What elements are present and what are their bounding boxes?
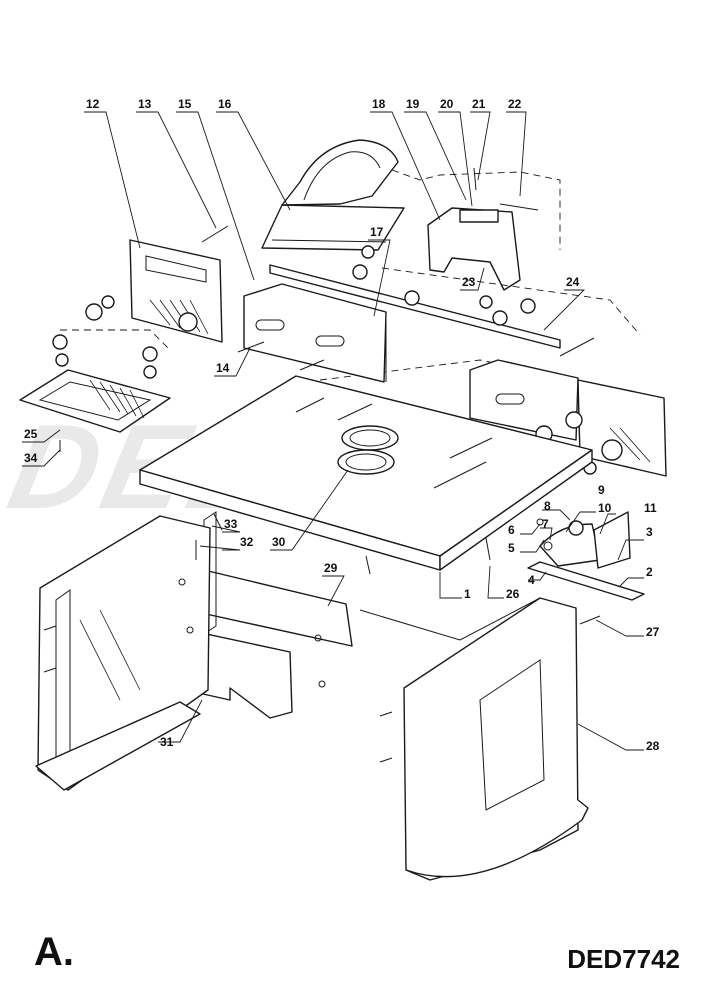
- callout-30: 30: [272, 535, 286, 549]
- callout-31: 31: [160, 735, 174, 749]
- callout-8: 8: [544, 499, 551, 513]
- callout-labels: 12 13 15 16 18 19 20 21 22 17 23 24 14 2…: [24, 97, 660, 753]
- part-12-left-bracket: [85, 239, 223, 343]
- callout-10: 10: [598, 501, 612, 515]
- callout-15: 15: [178, 97, 192, 111]
- callout-20: 20: [440, 97, 454, 111]
- callout-25: 25: [24, 427, 38, 441]
- callout-28: 28: [646, 739, 660, 753]
- part-2-miter-bar: [527, 561, 645, 601]
- part-1-table-top: [139, 375, 593, 571]
- part-left-leg: [35, 515, 211, 791]
- hardware-fasteners: [43, 167, 601, 763]
- figure-letter: A.: [34, 930, 74, 974]
- callout-27: 27: [646, 625, 660, 639]
- callout-6: 6: [508, 523, 515, 537]
- callout-17: 17: [370, 225, 384, 239]
- callout-26: 26: [506, 587, 520, 601]
- callout-12: 12: [86, 97, 100, 111]
- callout-22: 22: [508, 97, 522, 111]
- callout-29: 29: [324, 561, 338, 575]
- callout-3: 3: [646, 525, 653, 539]
- part-right-bracket: [535, 379, 667, 477]
- callout-9: 9: [598, 483, 605, 497]
- callout-23: 23: [462, 275, 476, 289]
- callout-5: 5: [508, 541, 515, 555]
- callout-19: 19: [406, 97, 420, 111]
- part-10-miter-head: [539, 511, 631, 569]
- part-18-guard-bracket: [427, 207, 521, 291]
- part-28-right-leg: [359, 597, 589, 881]
- callout-7: 7: [542, 517, 549, 531]
- callout-21: 21: [472, 97, 486, 111]
- part-16-dust-hood: [261, 139, 405, 251]
- callout-11: 11: [644, 501, 657, 515]
- part-25-foot-plate: [19, 334, 171, 433]
- callout-2: 2: [646, 565, 653, 579]
- callout-32: 32: [240, 535, 254, 549]
- callout-34: 34: [24, 451, 38, 465]
- callout-14: 14: [216, 361, 230, 375]
- leader-lines: [22, 111, 644, 751]
- callout-16: 16: [218, 97, 232, 111]
- model-code: DED7742: [567, 944, 680, 974]
- part-24-fence-plate-right: [469, 359, 579, 441]
- callout-33: 33: [224, 517, 238, 531]
- part-15-fence-plate: [243, 264, 561, 383]
- callout-4: 4: [528, 573, 535, 587]
- callout-18: 18: [372, 97, 386, 111]
- callout-13: 13: [138, 97, 152, 111]
- callout-24: 24: [566, 275, 580, 289]
- callout-1: 1: [464, 587, 471, 601]
